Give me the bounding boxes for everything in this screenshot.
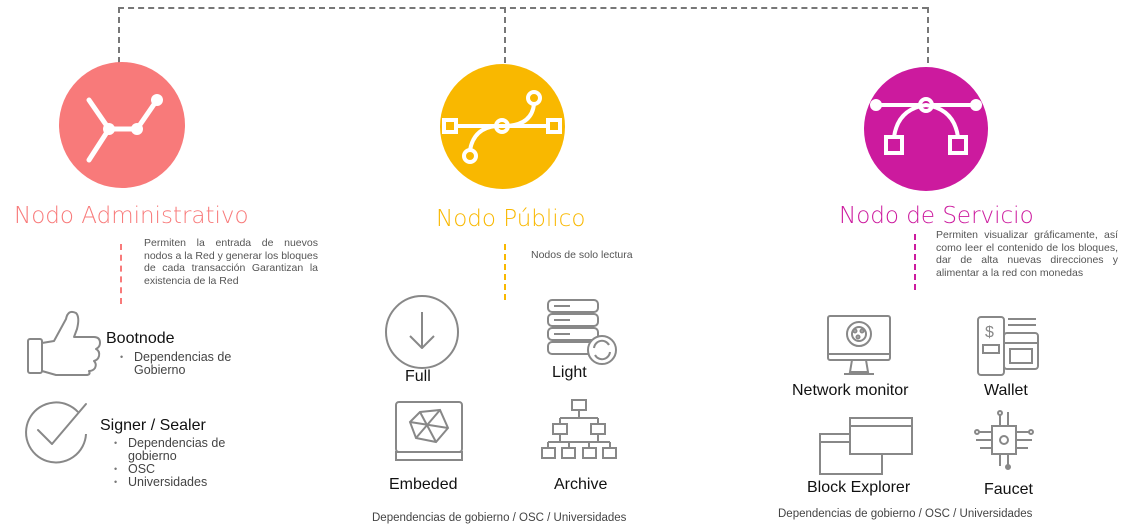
public-description: Nodos de solo lectura: [531, 249, 633, 261]
connector-center: [504, 7, 506, 63]
wallet-label: Wallet: [984, 382, 1028, 399]
faucet-label: Faucet: [984, 481, 1033, 498]
signer-sublist: Dependencias de gobierno OSC Universidad…: [110, 437, 250, 490]
service-desc-bar: [914, 234, 916, 290]
branch-network-icon: [86, 94, 163, 163]
service-footer: Dependencias de gobierno / OSC / Univers…: [778, 508, 1033, 520]
monitor-icon: [827, 315, 891, 375]
download-icon: [385, 295, 459, 369]
archive-label: Archive: [554, 476, 608, 493]
connector-right: [927, 7, 929, 63]
signer-sub-item: Dependencias de gobierno: [114, 437, 250, 463]
windows-icon: [819, 417, 913, 475]
public-footer: Dependencias de gobierno / OSC / Univers…: [372, 512, 627, 524]
bootnode-label: Bootnode: [106, 330, 175, 347]
embeded-label: Embeded: [389, 476, 458, 493]
hierarchy-icon: [541, 399, 617, 459]
block-explorer-label: Block Explorer: [807, 479, 911, 496]
embedded-chip-icon: [395, 401, 463, 461]
checkmark-icon: [25, 401, 87, 464]
path-nodes-icon: [442, 90, 562, 164]
admin-desc-bar: [120, 244, 122, 304]
bezier-curve-icon: [870, 97, 982, 155]
svg-text:$: $: [985, 324, 994, 341]
signer-sub-item: Universidades: [114, 476, 250, 490]
connector-top: [118, 7, 928, 9]
light-label: Light: [552, 364, 587, 381]
wallet-icon: $: [977, 316, 1039, 376]
thumbs-up-icon: [27, 310, 101, 376]
bootnode-sub-item: Dependencias de Gobierno: [120, 351, 256, 377]
public-node-title: Nodo Público: [436, 206, 586, 232]
public-node-circle: [440, 64, 565, 189]
network-monitor-label: Network monitor: [792, 382, 909, 399]
bootnode-sublist: Dependencias de Gobierno: [116, 351, 256, 377]
service-node-circle: [864, 67, 988, 191]
public-desc-bar: [504, 244, 506, 300]
signer-label: Signer / Sealer: [100, 417, 206, 434]
full-label: Full: [405, 368, 431, 385]
admin-node-circle: [59, 62, 185, 188]
connector-left: [118, 7, 120, 63]
service-node-title: Nodo de Servicio: [839, 203, 1034, 229]
circuit-icon: [974, 410, 1034, 470]
admin-description: Permiten la entrada de nuevos nodos a la…: [144, 237, 318, 287]
service-description: Permiten visualizar gráficamente, así co…: [936, 229, 1118, 279]
signer-sub-item: OSC: [114, 463, 250, 477]
admin-node-title: Nodo Administrativo: [14, 203, 249, 229]
server-sync-icon: [547, 299, 617, 365]
